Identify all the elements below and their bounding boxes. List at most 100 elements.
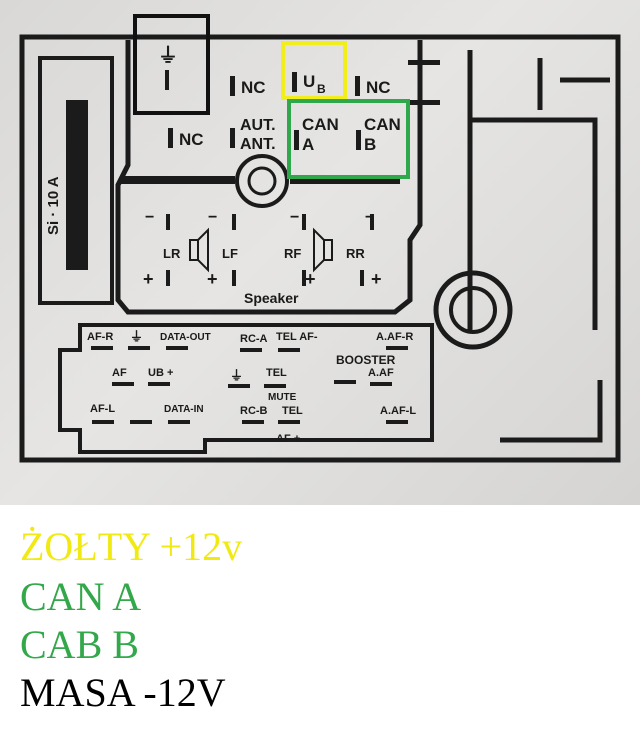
right-clip-outline bbox=[467, 50, 610, 330]
pin-ub-plus bbox=[148, 382, 170, 386]
speaker-lf-label: LF bbox=[222, 246, 238, 261]
fuse-holder bbox=[38, 56, 114, 305]
pin-data-in-label: DATA-IN bbox=[164, 404, 204, 415]
fuse-label: Si · 10 A bbox=[45, 176, 62, 235]
upper-connector-outline bbox=[115, 40, 423, 315]
aut-ant-label-2: ANT. bbox=[240, 136, 276, 153]
mounting-hole-right-inner bbox=[449, 286, 497, 334]
pin-booster bbox=[334, 380, 356, 384]
speaker-rf-plus: + bbox=[305, 269, 316, 289]
speaker-rr-plus: + bbox=[371, 269, 382, 289]
pin-tel-mid bbox=[264, 384, 286, 388]
legend-yellow-line: ŻOŁTY +12v bbox=[20, 524, 243, 569]
mounting-hole-center bbox=[235, 154, 289, 208]
ground-pin bbox=[165, 70, 169, 90]
pin-data-out bbox=[166, 346, 188, 350]
legend-can-b-line: CAB B bbox=[20, 622, 139, 667]
can-a-label-1: CAN bbox=[302, 115, 339, 134]
rf-plus-pin bbox=[302, 270, 306, 286]
nc-pin-2 bbox=[355, 76, 360, 96]
fuse-body bbox=[66, 100, 88, 270]
pin-switch bbox=[130, 420, 152, 424]
outer-frame bbox=[19, 34, 621, 463]
pin-ground-1 bbox=[128, 346, 150, 350]
can-b-label-1: CAN bbox=[364, 115, 401, 134]
lr-plus-pin bbox=[166, 270, 170, 286]
pin-a-af-gnd bbox=[370, 382, 392, 386]
pin-data-in bbox=[168, 420, 190, 424]
pin-rc-b bbox=[242, 420, 264, 424]
ub-subscript: B bbox=[317, 82, 326, 96]
aut-ant-pin bbox=[230, 128, 235, 148]
can-b-label-2: B bbox=[364, 135, 376, 154]
pin-a-af-r-label: A.AF-R bbox=[376, 331, 413, 343]
pin-data-out-label: DATA-OUT bbox=[160, 332, 211, 343]
connector-pinout-diagram: Si · 10 A ⏚ NC U B NC bbox=[19, 14, 621, 463]
speaker-icon-left bbox=[189, 227, 209, 273]
legend-ground-line: MASA -12V bbox=[20, 670, 226, 715]
pin-rc-b-label: RC-B bbox=[240, 405, 268, 417]
speaker-section-label: Speaker bbox=[244, 290, 299, 306]
ground-highlight-box bbox=[133, 14, 210, 115]
speaker-rf-label: RF bbox=[284, 246, 301, 261]
pin-ub-plus-label: UB + bbox=[148, 367, 173, 379]
legend-can-a-line: CAN A bbox=[20, 574, 142, 619]
latch-top bbox=[408, 60, 440, 65]
speaker-lr-minus: − bbox=[145, 209, 154, 226]
pin-af-l-label: AF-L bbox=[90, 403, 115, 415]
speaker-rr-label: RR bbox=[346, 246, 365, 261]
pin-rc-a bbox=[240, 348, 262, 352]
pin-ground-2 bbox=[228, 384, 250, 388]
nc-label-2: NC bbox=[366, 78, 391, 97]
nc-label-1: NC bbox=[241, 78, 266, 97]
pin-af-r-label: AF-R bbox=[87, 331, 113, 343]
mounting-hole-center-inner bbox=[247, 166, 277, 196]
pin-af-plus-label: AF + bbox=[276, 433, 300, 445]
mute-label: MUTE bbox=[268, 392, 297, 403]
lf-pin bbox=[232, 214, 236, 230]
pin-a-af-gnd-label: A.AF bbox=[368, 367, 394, 379]
nc-pin-1 bbox=[230, 76, 235, 96]
pin-af-r bbox=[91, 346, 113, 350]
pin-tel-low bbox=[278, 420, 300, 424]
booster-label: BOOSTER bbox=[336, 353, 396, 367]
rf-pin bbox=[302, 214, 306, 230]
legend: ŻOŁTY +12v CAN A CAB B MASA -12V bbox=[0, 505, 640, 734]
ub-label: U bbox=[303, 72, 315, 91]
lower-connector-outline bbox=[58, 323, 434, 454]
speaker-lf-plus: + bbox=[207, 269, 218, 289]
aut-ant-label-1: AUT. bbox=[240, 117, 276, 134]
lr-pin bbox=[166, 214, 170, 230]
latch-mid bbox=[408, 100, 440, 105]
pin-a-af-l-label: A.AF-L bbox=[380, 405, 416, 417]
rr-plus-pin bbox=[360, 270, 364, 286]
pin-a-af-l bbox=[386, 420, 408, 424]
pin-tel-low-label: TEL bbox=[282, 405, 303, 417]
connector-photo: Si · 10 A ⏚ NC U B NC bbox=[0, 0, 640, 505]
pin-tel-af bbox=[278, 348, 300, 352]
pin-af-gnd bbox=[112, 382, 134, 386]
ub-pin bbox=[292, 72, 297, 92]
ub-highlight-box bbox=[281, 41, 347, 100]
speaker-icon-right bbox=[313, 227, 333, 273]
nc-pin-3 bbox=[168, 128, 173, 148]
speaker-lr-label: LR bbox=[163, 246, 181, 261]
speaker-lr-plus: + bbox=[143, 269, 154, 289]
pin-af-gnd-label: AF bbox=[112, 367, 127, 379]
pin-tel-mid-label: TEL bbox=[266, 367, 287, 379]
can-a-pin bbox=[294, 130, 299, 150]
speaker-lf-minus: − bbox=[208, 209, 217, 226]
pin-rc-a-label: RC-A bbox=[240, 333, 268, 345]
speaker-rf-minus: − bbox=[290, 209, 299, 226]
pin-ground-1-symbol: ⏚ bbox=[130, 329, 143, 344]
rr-pin bbox=[370, 214, 374, 230]
mounting-hole-right bbox=[433, 270, 513, 350]
can-a-label-2: A bbox=[302, 135, 314, 154]
pin-ground-2-symbol: ⏚ bbox=[230, 368, 243, 383]
can-highlight-box bbox=[287, 99, 410, 179]
can-b-pin bbox=[356, 130, 361, 150]
pin-a-af-r bbox=[386, 346, 408, 350]
speaker-rr-minus: − bbox=[365, 209, 374, 226]
right-bottom-outline bbox=[500, 380, 603, 443]
